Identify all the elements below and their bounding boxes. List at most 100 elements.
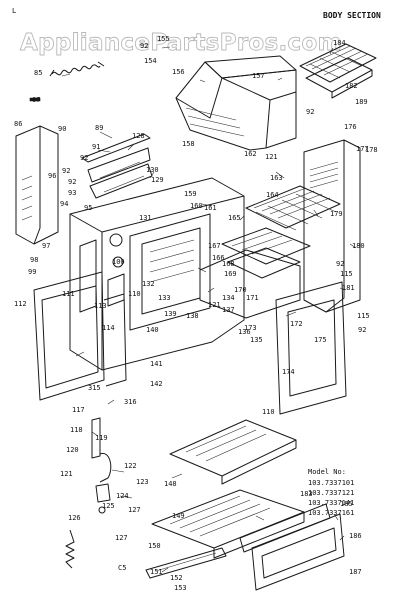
drawer-bottom xyxy=(169,419,297,485)
part-number-label: 170 xyxy=(234,286,247,294)
model-heading: Model No: xyxy=(308,468,346,476)
part-number-label: 148 xyxy=(164,480,177,488)
part-number-label: 182 xyxy=(345,82,358,90)
part-number-label: 137 xyxy=(222,306,235,314)
part-number-label: 126 xyxy=(68,514,81,522)
part-number-label: 173 xyxy=(244,324,257,332)
part-number-label: 164 xyxy=(266,191,279,199)
section-title: BODY SECTION xyxy=(323,11,381,20)
part-number-label: 115 xyxy=(340,270,353,278)
part-number-label: 121 xyxy=(60,470,73,478)
part-number-label: 174 xyxy=(282,368,295,376)
part-number-label: 115 xyxy=(357,312,370,320)
part-number-label: 122 xyxy=(124,462,137,470)
part-number-label: 67 xyxy=(32,96,40,104)
part-number-label: 189 xyxy=(355,98,368,106)
part-number-label: 111 xyxy=(62,290,75,298)
part-number-label: 127 xyxy=(128,506,141,514)
part-number-label: 92 xyxy=(140,42,148,50)
part-number-label: 155 xyxy=(157,35,170,43)
drawer-front-panels xyxy=(239,503,345,591)
part-number-label: 185 xyxy=(340,500,353,508)
storage-drawer xyxy=(151,489,305,559)
part-number-label: 149 xyxy=(172,512,185,520)
part-number-label: 154 xyxy=(144,57,157,65)
kick-plate xyxy=(145,547,227,579)
part-number-label: 316 xyxy=(124,398,137,406)
part-number-label: 187 xyxy=(349,568,362,576)
oven-rack xyxy=(245,185,341,231)
part-number-label: 125 xyxy=(102,502,115,510)
liner-panel xyxy=(199,249,301,319)
part-number-label: 138 xyxy=(186,312,199,320)
spring-part xyxy=(49,61,105,77)
part-number-label: 180 xyxy=(352,242,365,250)
part-number-label: 124 xyxy=(116,492,129,500)
part-number-label: 120 xyxy=(66,446,79,454)
part-number-label: 127 xyxy=(115,534,128,542)
part-number-label: 135 xyxy=(250,336,263,344)
part-number-label: 140 xyxy=(146,326,159,334)
part-number-label: 114 xyxy=(102,324,115,332)
part-number-label: 184 xyxy=(333,39,346,47)
footer-code: C5 xyxy=(118,564,126,572)
model-number: 103.7337121 xyxy=(308,489,354,497)
part-number-label: 141 xyxy=(150,360,163,368)
part-number-label: 119 xyxy=(95,434,108,442)
part-number-label: 158 xyxy=(182,140,195,148)
part-number-label: 93 xyxy=(68,189,76,197)
part-number-label: 117 xyxy=(72,406,85,414)
part-number-label: 91 xyxy=(92,143,100,151)
watermark-text: AppliancePartsPros.com xyxy=(20,30,342,56)
part-number-label: 118 xyxy=(70,426,83,434)
part-number-label: 130 xyxy=(146,166,159,174)
part-number-label: 171 xyxy=(246,294,259,302)
part-number-label: 159 xyxy=(184,190,197,198)
part-number-label: 134 xyxy=(222,294,235,302)
part-number-label: 92 xyxy=(358,326,366,334)
part-number-label: 131 xyxy=(139,214,152,222)
hinge-assembly xyxy=(91,417,112,514)
part-number-label: 129 xyxy=(151,176,164,184)
part-number-label: 98 xyxy=(30,256,38,264)
part-number-label: 128 xyxy=(132,132,145,140)
broiler-grid xyxy=(299,43,377,99)
part-number-label: 136 xyxy=(238,328,251,336)
part-number-label: 161 xyxy=(204,204,217,212)
part-number-label: 133 xyxy=(158,294,171,302)
part-number-label: 172 xyxy=(290,320,303,328)
part-number-label: 315 xyxy=(88,384,101,392)
part-number-label: 179 xyxy=(330,210,343,218)
part-number-label: 92 xyxy=(306,108,314,116)
model-number: 103.7337101 xyxy=(308,479,354,487)
top-rail xyxy=(81,133,153,199)
part-number-label: 163 xyxy=(270,174,283,182)
part-number-label: 153 xyxy=(174,584,187,592)
part-number-label: 113 xyxy=(94,302,107,310)
oven-door xyxy=(33,271,127,401)
part-number-label: 90 xyxy=(58,125,66,133)
part-number-label: 183 xyxy=(300,490,313,498)
part-number-label: 181 xyxy=(342,284,355,292)
part-number-label: 157 xyxy=(252,72,265,80)
part-number-label: 175 xyxy=(314,336,327,344)
part-number-label: 169 xyxy=(224,270,237,278)
part-number-label: 92 xyxy=(80,154,88,162)
part-number-label: 121 xyxy=(265,153,278,161)
top-burner-box xyxy=(175,55,297,151)
leader-lines xyxy=(61,46,357,573)
part-number-label: 121 xyxy=(208,301,221,309)
part-number-label: 94 xyxy=(60,200,68,208)
part-number-label: 160 xyxy=(190,202,203,210)
part-number-label: 96 xyxy=(48,172,56,180)
part-number-label: 165 xyxy=(228,214,241,222)
part-number-label: 186 xyxy=(349,532,362,540)
part-number-label: 150 xyxy=(148,542,161,550)
part-number-label: 85 xyxy=(34,69,42,77)
part-number-label: 97 xyxy=(42,242,50,250)
part-number-label: 162 xyxy=(244,150,257,158)
hinge-spring xyxy=(65,529,75,569)
part-number-label: 99 xyxy=(28,268,36,276)
part-number-label: 177 xyxy=(356,145,369,153)
